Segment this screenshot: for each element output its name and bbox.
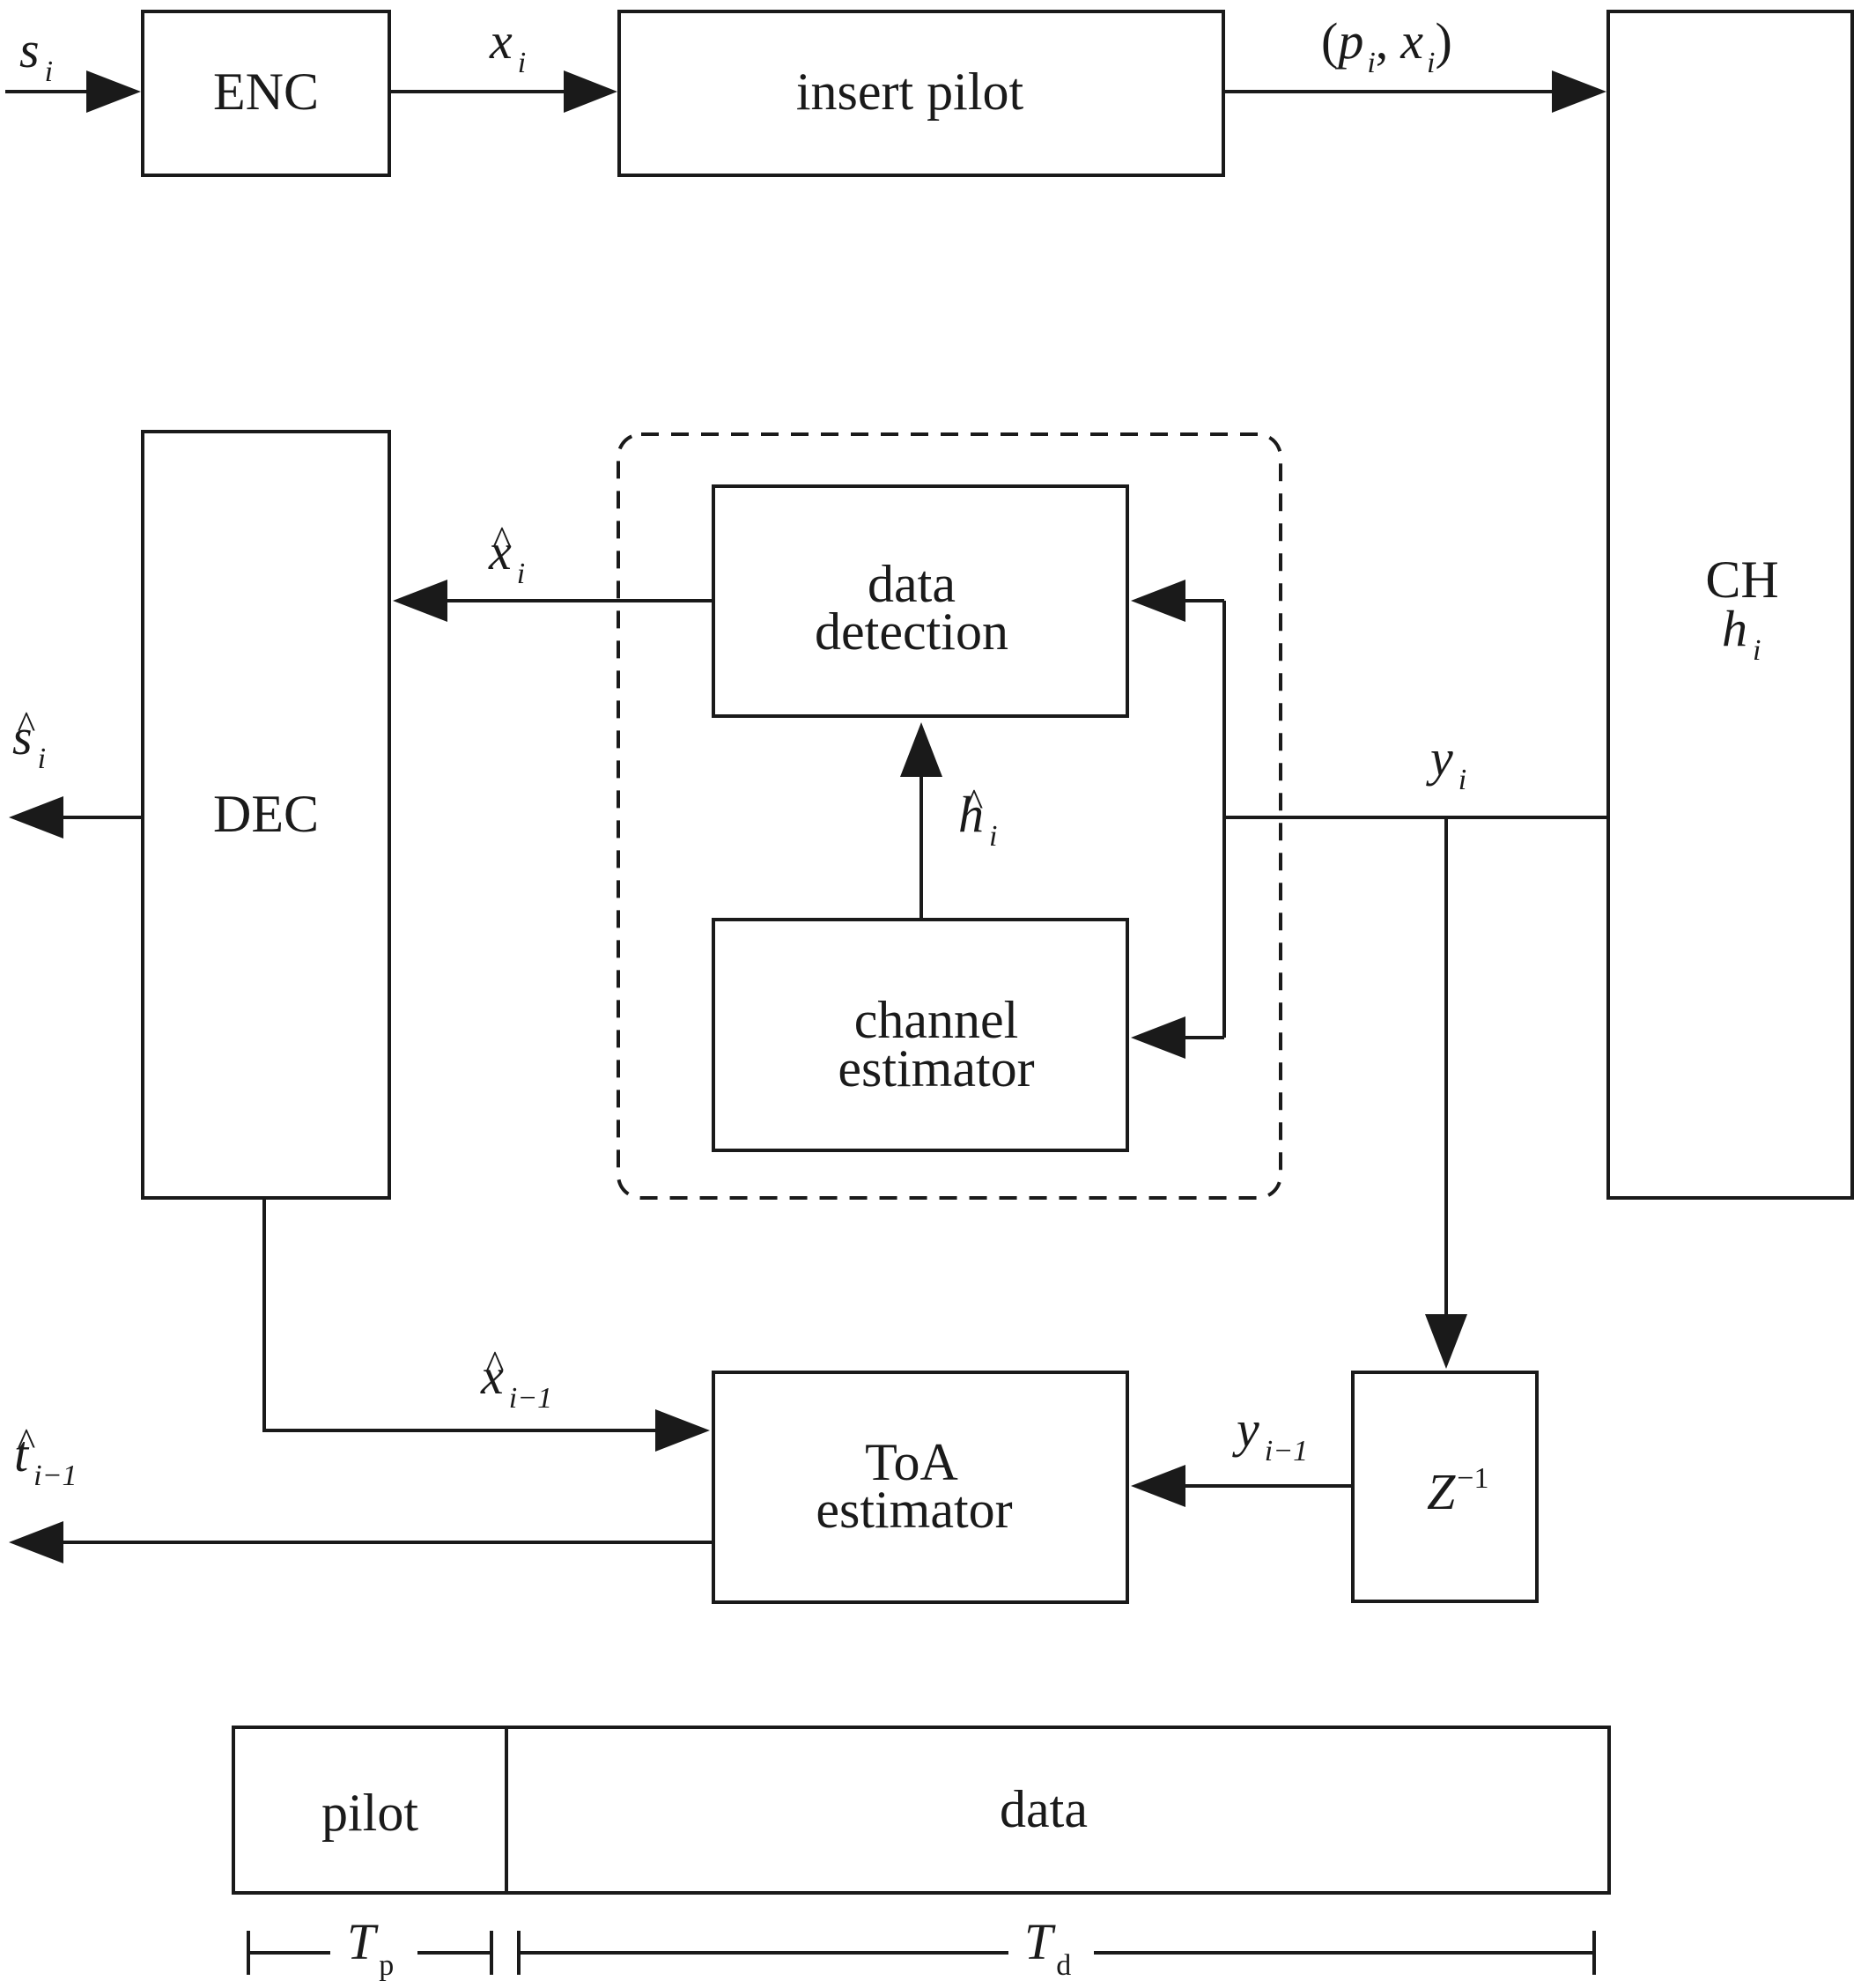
enc-to-pilot-arrow [389, 70, 617, 113]
svg-text:^: ^ [486, 1343, 505, 1386]
data-detection-block: data detection [712, 484, 1129, 718]
frame-data-segment: data [505, 1726, 1611, 1895]
enc-block: ENC [141, 10, 391, 177]
delay-to-toa-arrow [1131, 1465, 1353, 1507]
enc-label: ENC [213, 63, 319, 121]
y-feed-lines [1131, 580, 1608, 1059]
dec-label: DEC [213, 785, 319, 843]
svg-text:xi: xi [488, 523, 525, 590]
svg-text:ti−1: ti−1 [14, 1425, 78, 1492]
receiver-group-outline [617, 432, 1282, 1200]
channel-estimator-block: channel estimator [712, 918, 1129, 1152]
insert-pilot-block: insert pilot [617, 10, 1225, 177]
svg-text:xi−1: xi−1 [480, 1348, 552, 1415]
delay-label: Z−1 [1427, 1462, 1488, 1520]
channel-estimator-line1: channel [854, 991, 1019, 1049]
dec-block: DEC [141, 430, 391, 1200]
svg-text:hi: hi [958, 786, 997, 853]
frame-pilot-label: pilot [321, 1784, 418, 1842]
frame-pilot-segment: pilot [232, 1726, 508, 1895]
data-detection-line1: data [868, 555, 956, 613]
insert-pilot-label: insert pilot [796, 63, 1024, 121]
channel-estimator-line2: estimator [838, 1039, 1034, 1097]
delay-block: Z−1 [1351, 1371, 1539, 1603]
toa-estimator-line2: estimator [816, 1481, 1012, 1539]
s-input-arrow [5, 70, 141, 113]
data-detection-line2: detection [815, 602, 1008, 661]
ch-label: CH [1705, 551, 1778, 609]
toa-estimator-block: ToA estimator [712, 1371, 1129, 1604]
estimator-to-detection-arrow [900, 722, 942, 920]
toa-estimator-line1: ToA [865, 1433, 958, 1491]
svg-text:^: ^ [965, 781, 984, 824]
svg-text:^: ^ [493, 519, 512, 562]
y-to-delay-arrow [1425, 817, 1467, 1369]
detection-to-dec-arrow [393, 580, 713, 622]
pilot-to-channel-arrow [1223, 70, 1606, 113]
s-hat-output-arrow [9, 796, 143, 839]
frame-data-label: data [1000, 1780, 1088, 1838]
dec-to-toa-arrow [262, 1198, 710, 1452]
svg-text:si: si [12, 708, 46, 775]
t-hat-output-arrow [9, 1521, 713, 1563]
svg-text:^: ^ [18, 704, 36, 747]
svg-text:^: ^ [18, 1421, 36, 1464]
